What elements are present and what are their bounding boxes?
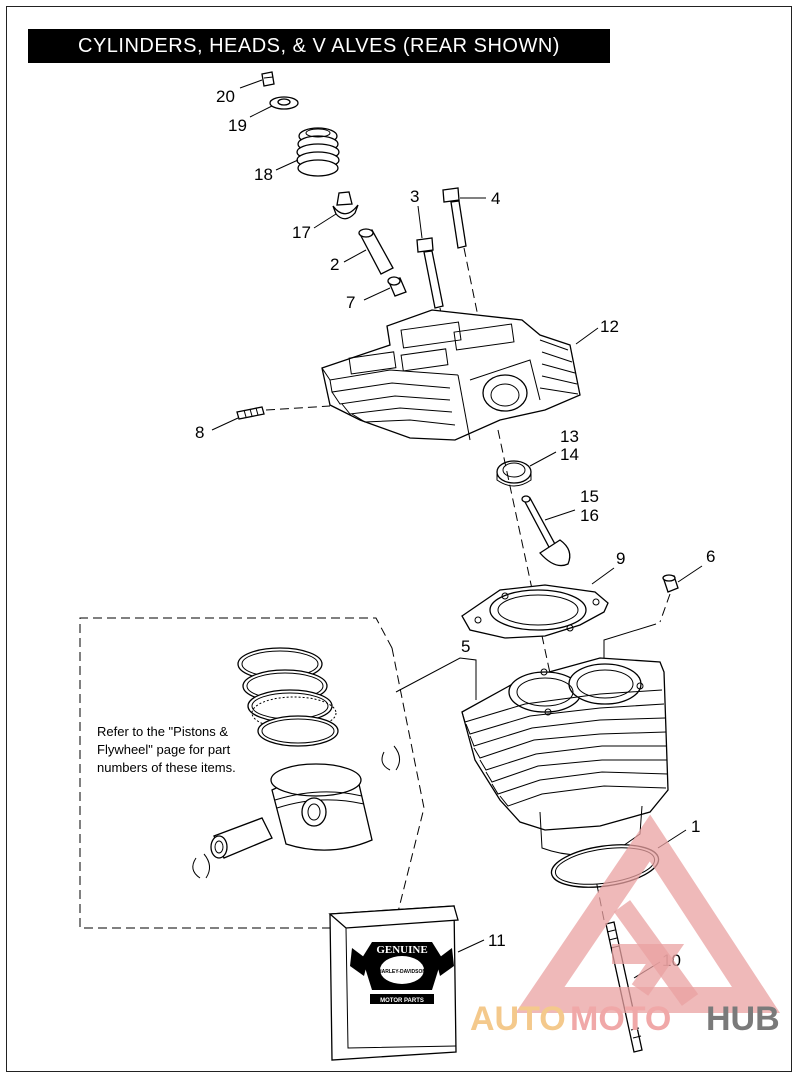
callout-16: 16 (580, 506, 599, 525)
piston-rings (237, 647, 339, 747)
callout-3: 3 (410, 187, 419, 206)
part-3-bolt (416, 237, 444, 309)
badge-bottom-text: MOTOR PARTS (380, 998, 424, 1004)
piston (270, 763, 373, 851)
note-line-2: Flywheel" page for part (97, 742, 231, 757)
circlips (192, 745, 400, 879)
part-2-guide (358, 228, 394, 275)
page-frame (6, 6, 792, 1072)
part-18-spring (296, 127, 340, 177)
callout-18: 18 (254, 165, 273, 184)
watermark-logo (515, 814, 781, 1013)
callout-8: 8 (195, 423, 204, 442)
part-8-stud (236, 406, 265, 420)
callout-11: 11 (488, 931, 506, 950)
badge-mid-text: HARLEY-DAVIDSON (378, 969, 426, 975)
callout-13: 13 (560, 427, 579, 446)
callout-15: 15 (580, 487, 599, 506)
callout-1: 1 (691, 817, 700, 836)
callout-4: 4 (491, 189, 500, 208)
callout-2: 2 (330, 255, 339, 274)
watermark-text-hub: HUB (706, 1000, 780, 1038)
part-5-cylinder (461, 657, 669, 856)
badge-top-text: GENUINE (376, 944, 427, 956)
part-17-seal (332, 191, 359, 220)
part-7-dowel (387, 276, 407, 297)
page-title: CYLINDERS, HEADS, & V ALVES (REAR SHOWN) (28, 29, 610, 63)
part-20-keeper (261, 71, 275, 87)
callout-20: 20 (216, 87, 235, 106)
callout-9: 9 (616, 549, 625, 568)
watermark-text-moto: MOTO (570, 1000, 671, 1038)
callout-12: 12 (600, 317, 619, 336)
part-11-parts-package: GENUINE HARLEY-DAVIDSON MOTOR PARTS (328, 905, 459, 1061)
part-9-gasket (461, 584, 609, 639)
part-4-bolt (442, 187, 467, 249)
piston-pin (210, 817, 273, 859)
part-12-cylinder-head (321, 309, 581, 441)
note-line-3: numbers of these items. (97, 760, 236, 775)
callout-5: 5 (461, 637, 470, 656)
part-19-retainer (269, 96, 299, 110)
callout-17: 17 (292, 223, 311, 242)
callout-7: 7 (346, 293, 355, 312)
callout-19: 19 (228, 116, 247, 135)
part-13-14-seat (496, 460, 532, 487)
note-line-1: Refer to the "Pistons & (97, 724, 228, 739)
piston-kit-boundary (79, 617, 425, 929)
watermark-text-auto: AUTO (470, 1000, 566, 1038)
callout-14: 14 (560, 445, 579, 464)
part-15-16-valve (521, 495, 571, 567)
callout-6: 6 (706, 547, 715, 566)
part-6-dowel (662, 574, 679, 593)
